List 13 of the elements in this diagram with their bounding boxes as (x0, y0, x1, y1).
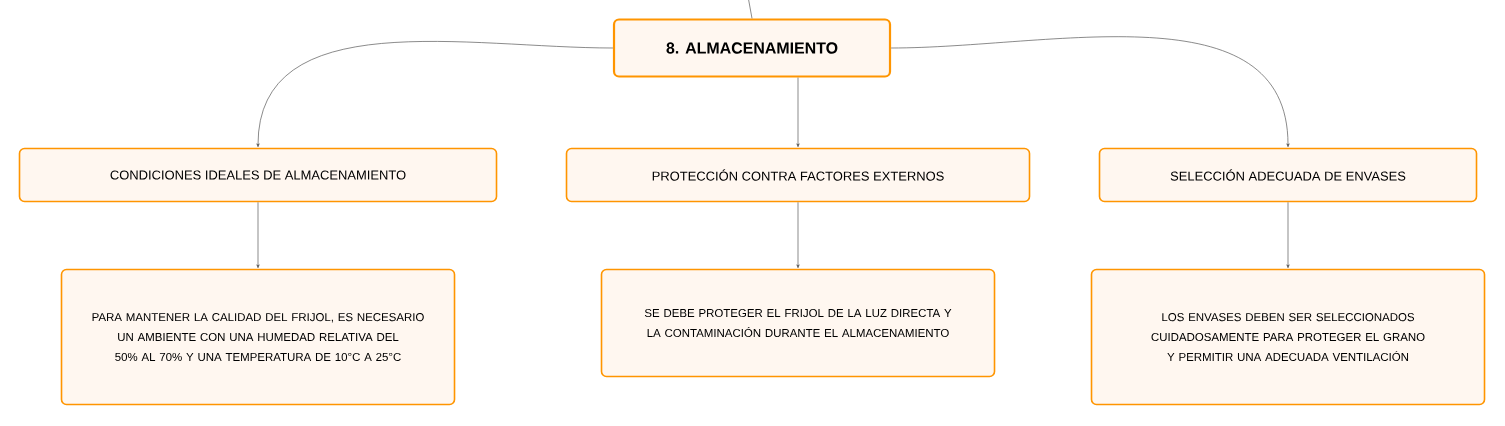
arrow (890, 36, 1290, 148)
arrow (1286, 201, 1290, 269)
topic-box: SELECCIÓN ADECUADA DE ENVASES (1098, 147, 1478, 203)
arrow (256, 41, 614, 148)
detail-box: LOS ENVASES DEBEN SER SELECCIONADOS CUIDADOSAMENTE PARA PROTEGER EL GRANO Y PERMITIR UNA ADECUADA VENTILACIÓN (1090, 268, 1486, 406)
topic-box: CONDICIONES IDEALES DE ALMACENAMIENTO (18, 147, 498, 203)
arrow (796, 77, 800, 148)
detail-box: PARA MANTENER LA CALIDAD DEL FRIJOL, ES NECESARIO UN AMBIENTE CON UNA HUMEDAD RELATIVA DEL 50% AL 70% Y UNA TEMPERATURA DE 10°C A 25°C (60, 268, 456, 406)
arrow (256, 201, 260, 269)
arrow (796, 201, 800, 269)
detail-box: SE DEBE PROTEGER EL FRIJOL DE LA LUZ DIRECTA Y LA CONTAMINACIÓN DURANTE EL ALMACENAMIENTO (600, 268, 996, 378)
title-box: 8. ALMACENAMIENTO (612, 18, 892, 78)
topic-box: PROTECCIÓN CONTRA FACTORES EXTERNOS (565, 147, 1031, 203)
